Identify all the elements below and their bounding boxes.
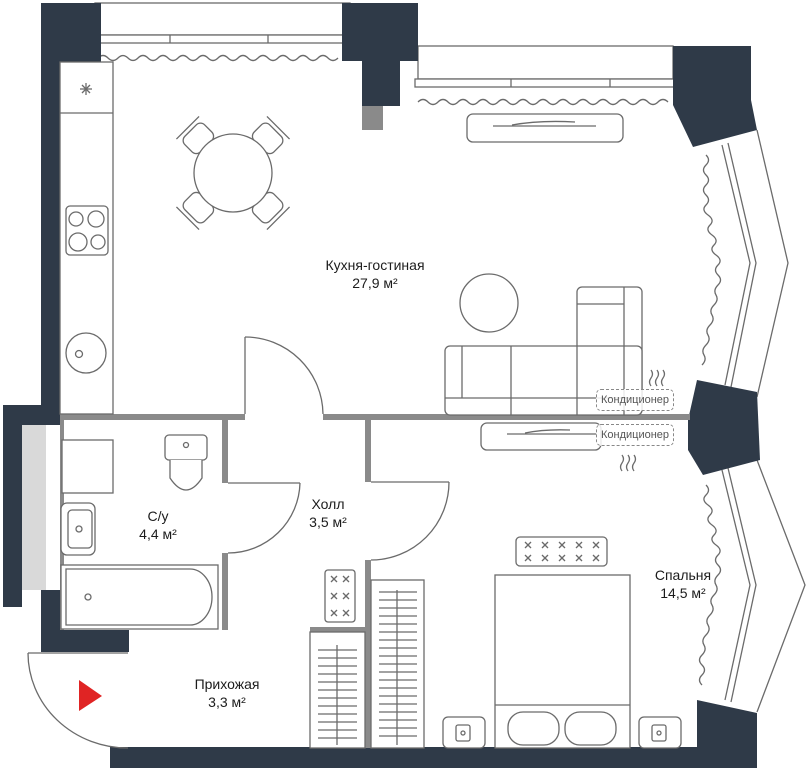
room-area: 3,3 м² [208,694,246,710]
wardrobe [370,579,425,749]
tv-unit [466,113,624,143]
room-area: 27,9 м² [352,275,398,291]
bedroom-tv-unit [480,422,602,451]
window-top-right [414,45,681,88]
bay-window-bedroom [721,459,806,713]
curtain [698,484,722,686]
door-bathroom[interactable] [227,482,301,554]
room-name: Кухня-гостиная [325,257,425,273]
room-name: Спальня [654,567,712,583]
dining-table [175,115,291,231]
room-name: С/у [147,508,169,524]
room-label-hall: Холл 3,5 м² [309,495,347,531]
room-label-entrance: Прихожая 3,3 м² [195,675,260,711]
coffee-table [459,273,519,333]
room-area: 3,5 м² [309,514,347,530]
room-label-bathroom: С/у 4,4 м² [139,507,177,543]
shoe-rack [324,569,356,623]
bay-window-living [721,129,789,398]
room-name: Холл [311,496,345,512]
door-kitchen[interactable] [244,336,324,415]
room-label-kitchen-living: Кухня-гостиная 27,9 м² [325,256,424,292]
door-bedroom[interactable] [370,481,450,561]
hob-icon [65,205,109,256]
window-top-left [94,2,351,44]
nightstand [442,716,486,749]
heat-wave-icon [619,369,666,472]
sofa [444,286,643,416]
entrance-marker [79,680,102,711]
room-area: 4,4 м² [139,526,177,542]
washing-machine [61,439,114,494]
window-sill-panel [22,425,46,590]
bed-bench [515,536,608,567]
entrance-door[interactable] [27,652,129,749]
curtain [701,154,722,366]
bathtub [60,564,219,630]
nightstand [638,716,682,749]
curtain [417,98,669,106]
column [362,106,383,130]
bathroom-sink [60,502,96,556]
bed [494,574,631,749]
wardrobe [309,631,366,749]
air-conditioner-bedroom: Кондиционер [596,424,675,446]
sink-icon [65,332,107,374]
toilet [164,434,208,491]
room-area: 14,5 м² [660,585,706,601]
curtain [97,54,339,62]
room-label-bedroom: Спальня 14,5 м² [655,566,711,602]
kitchen-counter [59,61,114,415]
room-name: Прихожая [194,676,260,692]
exterior-walls [3,3,760,768]
air-conditioner-living: Кондиционер [596,389,675,411]
hood-icon [80,83,92,95]
